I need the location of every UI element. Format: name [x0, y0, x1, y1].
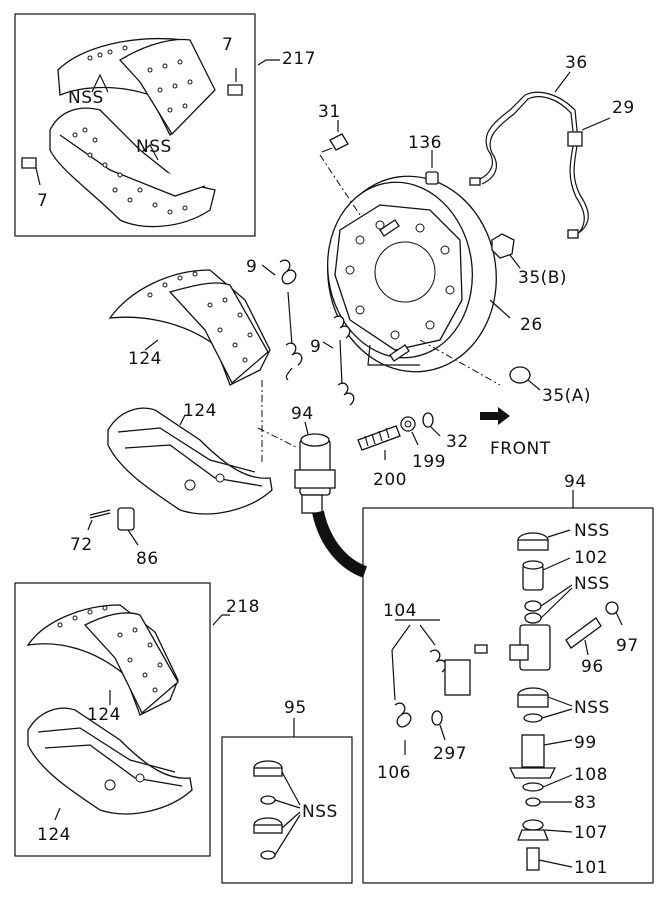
label-86: 86 [136, 549, 159, 569]
label-297: 297 [433, 744, 467, 764]
label-32: 32 [446, 432, 469, 452]
label-nss-5: NSS [574, 698, 610, 718]
label-94-top: 94 [291, 404, 314, 424]
label-97: 97 [616, 636, 639, 656]
springs-9 [261, 259, 355, 406]
label-9-top: 9 [246, 257, 257, 277]
adjuster-200 [357, 425, 401, 460]
label-nss-3: NSS [574, 521, 610, 541]
grommet-35a [367, 339, 541, 391]
callout-labels: 217 7 7 NSS NSS 31 136 36 29 35(B) 26 9 … [37, 35, 639, 878]
nut-199 [400, 416, 419, 446]
label-104: 104 [383, 601, 417, 621]
pin-72 [87, 509, 111, 531]
label-7-bottom: 7 [37, 191, 48, 211]
label-35a: 35(A) [542, 386, 591, 406]
label-124-a: 124 [128, 349, 162, 369]
label-124-b: 124 [183, 401, 217, 421]
label-front: FRONT [490, 439, 551, 459]
label-36: 36 [565, 53, 588, 73]
repair-kit-95 [221, 718, 353, 884]
bolt-31 [319, 120, 361, 216]
label-102: 102 [574, 548, 608, 568]
label-nss-2: NSS [136, 137, 172, 157]
label-106: 106 [377, 763, 411, 783]
roller-86 [117, 507, 139, 546]
label-83: 83 [574, 793, 597, 813]
label-218: 218 [226, 597, 260, 617]
brake-lining-124-upper [108, 269, 271, 386]
label-124-c: 124 [87, 705, 121, 725]
label-nss-1: NSS [68, 88, 104, 108]
label-nss-6: NSS [302, 802, 338, 822]
label-94-box: 94 [564, 472, 587, 492]
label-26: 26 [520, 315, 543, 335]
label-72: 72 [70, 535, 93, 555]
label-29: 29 [612, 98, 635, 118]
front-arrow-icon [480, 407, 510, 425]
backing-plate-26 [327, 175, 511, 373]
label-95: 95 [284, 698, 307, 718]
wheel-cylinder-exploded-94 [362, 490, 654, 884]
clip-29 [567, 117, 611, 147]
label-136: 136 [408, 133, 442, 153]
label-200: 200 [373, 470, 407, 490]
label-35b: 35(B) [518, 268, 567, 288]
label-124-d: 124 [37, 825, 71, 845]
brake-pipe-36 [469, 71, 589, 239]
label-217: 217 [282, 49, 316, 69]
brake-lining-kit-217 [14, 13, 280, 237]
wheel-cylinder-94 [257, 380, 368, 578]
nut-136 [425, 150, 439, 185]
label-9-mid: 9 [310, 337, 321, 357]
label-31: 31 [318, 102, 341, 122]
label-101: 101 [574, 858, 608, 878]
label-99: 99 [574, 733, 597, 753]
label-107: 107 [574, 823, 608, 843]
label-199: 199 [412, 452, 446, 472]
label-nss-4: NSS [574, 574, 610, 594]
washer-32 [422, 412, 441, 437]
label-108: 108 [574, 765, 608, 785]
clip-35b [491, 233, 521, 269]
brake-shoe-124-lower [107, 407, 273, 515]
label-7-top: 7 [222, 35, 233, 55]
label-96: 96 [581, 657, 604, 677]
brake-shoe-kit-218 [14, 582, 230, 857]
